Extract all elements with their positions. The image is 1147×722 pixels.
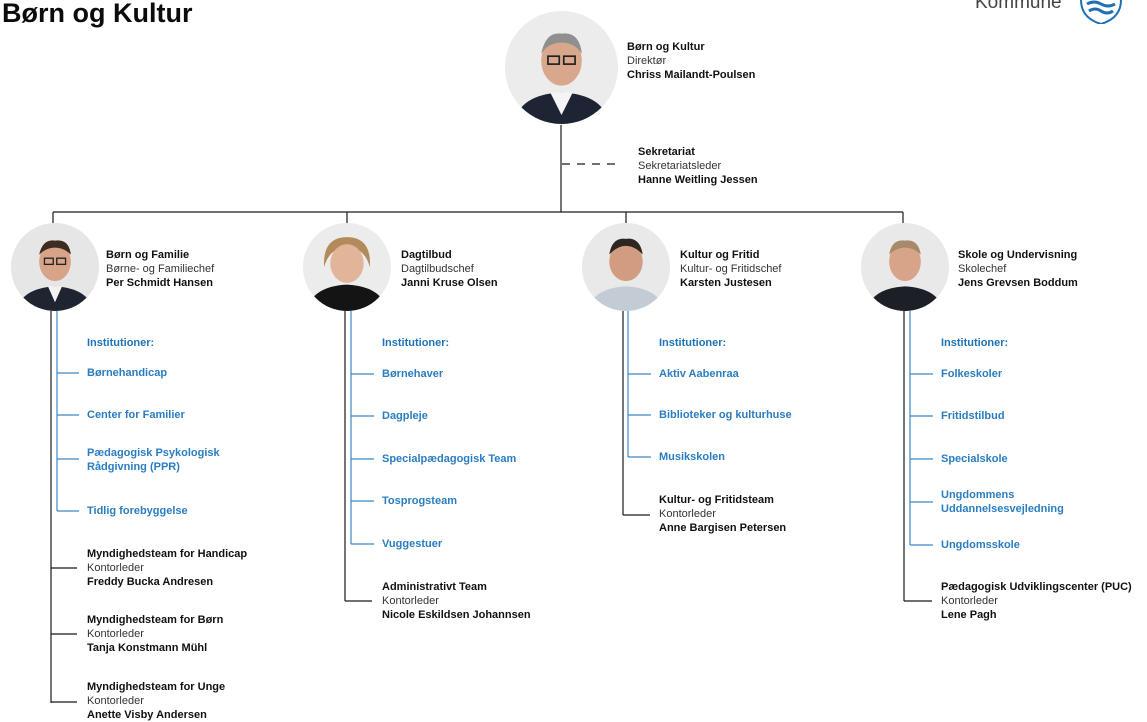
institution-link[interactable]: Specialskole	[941, 453, 1008, 465]
team-unit: Kultur- og Fritidsteam	[659, 494, 774, 506]
institutions-heading: Institutioner:	[382, 337, 450, 349]
institution-link[interactable]: Tosprogsteam	[382, 495, 457, 507]
page-title: Børn og Kultur	[2, 0, 193, 28]
team-box: Pædagogisk Udviklingscenter (PUC) Kontor…	[941, 580, 1132, 622]
dept-head-name: Janni Kruse Olsen	[401, 277, 498, 289]
institution-link[interactable]: Aktiv Aabenraa	[659, 368, 739, 380]
dept-photo-4	[861, 223, 949, 311]
shield-icon	[1080, 0, 1122, 24]
dept-photo-2	[303, 223, 391, 311]
institution-link[interactable]: Ungdomsskole	[941, 539, 1020, 551]
institutions-heading: Institutioner:	[659, 337, 727, 349]
institution-link[interactable]: Fritidstilbud	[941, 410, 1005, 422]
institution-link[interactable]: Musikskolen	[659, 451, 726, 463]
dept-role: Børne- og Familiechef	[106, 263, 215, 275]
municipality-logo: Kommune	[975, 0, 1147, 26]
team-head-name: Lene Pagh	[941, 609, 997, 621]
team-role: Kontorleder	[87, 628, 144, 640]
secretariat-box: Sekretariat Sekretariatsleder Hanne Weit…	[638, 145, 758, 187]
team-head-name: Anette Visby Andersen	[87, 709, 207, 721]
dept-head-name: Per Schmidt Hansen	[106, 277, 213, 289]
team-unit: Myndighedsteam for Unge	[87, 681, 226, 693]
team-unit: Pædagogisk Udviklingscenter (PUC)	[941, 581, 1132, 593]
dept-photo-3	[582, 223, 670, 311]
dept-unit: Skole og Undervisning	[958, 249, 1078, 261]
dept-box-3: Kultur og Fritid Kultur- og Fritidschef …	[680, 248, 781, 290]
institution-link[interactable]: Dagpleje	[382, 410, 428, 422]
secretariat-role: Sekretariatsleder	[638, 160, 722, 172]
team-box: Kultur- og Fritidsteam Kontorleder Anne …	[659, 493, 786, 535]
team-head-name: Tanja Konstmann Mühl	[87, 642, 208, 654]
dept-unit: Børn og Familie	[106, 249, 190, 261]
team-head-name: Anne Bargisen Petersen	[659, 522, 787, 534]
institution-link[interactable]: Pædagogisk Psykologisk Rådgivning (PPR)	[87, 447, 220, 473]
institution-link[interactable]: Vuggestuer	[382, 538, 443, 550]
team-role: Kontorleder	[87, 562, 144, 574]
institution-link[interactable]: Børnehaver	[382, 368, 444, 380]
institutions-heading: Institutioner:	[87, 337, 155, 349]
secretariat-unit: Sekretariat	[638, 146, 695, 158]
institution-link[interactable]: Tidlig forebyggelse	[87, 505, 188, 517]
dept-head-name: Jens Grevsen Boddum	[958, 277, 1078, 289]
dept-box-2: Dagtilbud Dagtilbudschef Janni Kruse Ols…	[401, 248, 498, 290]
director-unit: Børn og Kultur	[627, 41, 705, 53]
team-box: Administrativt Team Kontorleder Nicole E…	[382, 580, 531, 622]
team-unit: Myndighedsteam for Børn	[87, 614, 224, 626]
institution-link[interactable]: Center for Familier	[87, 409, 185, 421]
institution-link[interactable]: Børnehandicap	[87, 367, 168, 379]
institution-link[interactable]: Ungdommens Uddannelsesvejledning	[941, 489, 1064, 515]
dept-box-1: Børn og Familie Børne- og Familiechef Pe…	[106, 248, 214, 290]
dept-role: Dagtilbudschef	[401, 263, 474, 275]
team-role: Kontorleder	[659, 508, 716, 520]
director-name: Chriss Mailandt-Poulsen	[627, 69, 756, 81]
team-unit: Myndighedsteam for Handicap	[87, 548, 248, 560]
institution-link[interactable]: Biblioteker og kulturhuse	[659, 409, 792, 421]
team-box: Myndighedsteam for Børn Kontorleder Tanj…	[87, 613, 223, 655]
team-head-name: Freddy Bucka Andresen	[87, 576, 214, 588]
logo-text: Kommune	[975, 0, 1062, 13]
team-head-name: Nicole Eskildsen Johannsen	[382, 609, 531, 621]
dept-role: Kultur- og Fritidschef	[680, 263, 782, 275]
team-unit: Administrativt Team	[382, 581, 487, 593]
dept-unit: Dagtilbud	[401, 249, 452, 261]
dept-role: Skolechef	[958, 263, 1007, 275]
director-photo	[505, 11, 618, 124]
team-role: Kontorleder	[941, 595, 998, 607]
dept-photo-1	[11, 223, 99, 311]
director-box: Børn og Kultur Direktør Chriss Mailandt-…	[627, 40, 755, 82]
secretariat-name: Hanne Weitling Jessen	[638, 174, 758, 186]
dept-unit: Kultur og Fritid	[680, 249, 760, 261]
team-role: Kontorleder	[382, 595, 439, 607]
dept-box-4: Skole og Undervisning Skolechef Jens Gre…	[958, 248, 1078, 290]
institutions-heading: Institutioner:	[941, 337, 1009, 349]
director-role: Direktør	[627, 55, 667, 67]
dept-head-name: Karsten Justesen	[680, 277, 772, 289]
institution-link[interactable]: Specialpædagogisk Team	[382, 453, 517, 465]
team-role: Kontorleder	[87, 695, 144, 707]
institution-link[interactable]: Folkeskoler	[941, 368, 1003, 380]
team-box: Myndighedsteam for Handicap Kontorleder …	[87, 547, 247, 589]
team-box: Myndighedsteam for Unge Kontorleder Anet…	[87, 680, 225, 722]
